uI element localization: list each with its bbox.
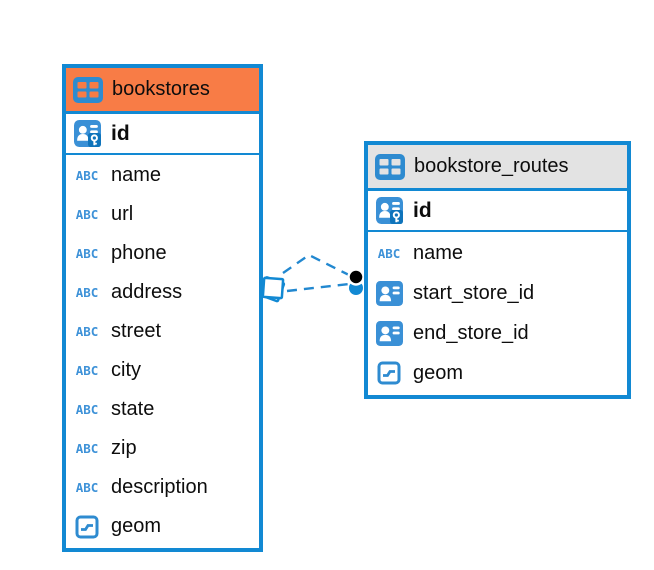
column-row[interactable]: ABC phone	[66, 234, 259, 273]
relationship-dot-marker-black[interactable]	[347, 268, 365, 286]
column-name: geom	[111, 515, 162, 537]
column-name: zip	[111, 437, 137, 459]
reference-type-icon	[374, 280, 404, 306]
column-name: start_store_id	[413, 281, 535, 304]
text-type-icon: ABC	[75, 324, 99, 339]
column-row[interactable]: end_store_id	[368, 313, 627, 353]
text-type-icon: ABC	[75, 441, 99, 456]
column-row[interactable]: ABC name	[66, 156, 259, 195]
table-header[interactable]: bookstore_routes	[368, 145, 627, 191]
column-name: name	[413, 241, 464, 264]
column-row[interactable]: ABC street	[66, 312, 259, 351]
column-row[interactable]: geom	[368, 353, 627, 393]
column-name: end_store_id	[413, 321, 529, 344]
column-name: street	[111, 320, 162, 342]
column-name: description	[111, 476, 208, 498]
column-row[interactable]: start_store_id	[368, 273, 627, 313]
column-row[interactable]: ABC description	[66, 468, 259, 507]
column-row[interactable]: ABC state	[66, 390, 259, 429]
text-type-icon: ABC	[377, 245, 401, 261]
table-name: bookstore_routes	[414, 155, 569, 177]
table-bookstores[interactable]: bookstores id ABC	[62, 64, 263, 552]
primary-key-row[interactable]: id	[66, 114, 259, 155]
table-bookstore-routes[interactable]: bookstore_routes id ABC	[364, 141, 631, 399]
relationship-line-end-store[interactable]	[286, 282, 350, 293]
table-icon	[73, 76, 103, 103]
primary-key-icon	[72, 120, 102, 147]
column-row[interactable]: ABC zip	[66, 429, 259, 468]
primary-key-name: id	[111, 121, 130, 145]
column-row[interactable]: geom	[66, 507, 259, 546]
relationship-line-start-store[interactable]	[282, 253, 352, 278]
table-name: bookstores	[112, 78, 210, 100]
text-type-icon: ABC	[75, 285, 99, 300]
text-type-icon: ABC	[75, 207, 99, 222]
reference-type-icon	[374, 320, 404, 346]
text-type-icon: ABC	[75, 402, 99, 417]
column-name: name	[111, 164, 162, 186]
primary-key-name: id	[413, 198, 432, 222]
column-row[interactable]: ABC city	[66, 351, 259, 390]
relationship-diamond-marker[interactable]	[258, 276, 286, 303]
column-name: geom	[413, 361, 464, 384]
text-type-icon: ABC	[75, 168, 99, 183]
relationship-dot-marker-blue[interactable]	[349, 281, 363, 295]
table-header[interactable]: bookstores	[66, 68, 259, 114]
primary-key-icon	[374, 197, 404, 224]
geometry-type-icon	[374, 361, 404, 385]
text-type-icon: ABC	[75, 363, 99, 378]
column-name: phone	[111, 242, 167, 264]
column-row[interactable]: ABC url	[66, 195, 259, 234]
column-name: address	[111, 281, 183, 303]
text-type-icon: ABC	[75, 246, 99, 261]
geometry-type-icon	[72, 515, 102, 539]
table-icon	[375, 153, 405, 180]
column-row[interactable]: ABC address	[66, 273, 259, 312]
column-row[interactable]: ABC name	[368, 233, 627, 273]
column-name: city	[111, 359, 141, 381]
text-type-icon: ABC	[75, 480, 99, 495]
column-name: url	[111, 203, 134, 225]
column-name: state	[111, 398, 155, 420]
primary-key-row[interactable]: id	[368, 191, 627, 232]
